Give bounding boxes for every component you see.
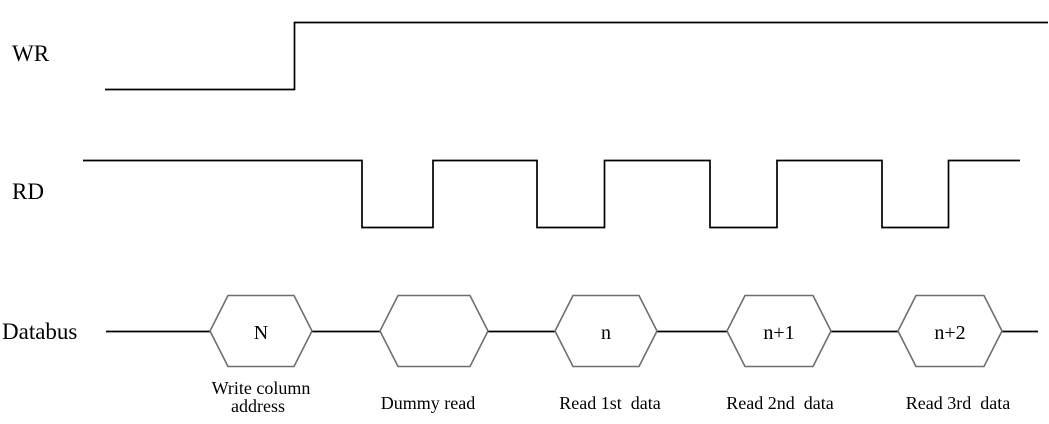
caption-read-1st-data: Read 1st data bbox=[559, 393, 660, 413]
databus-hexagon-read-3rd bbox=[897, 294, 1003, 368]
databus-signal-label: Databus bbox=[2, 319, 77, 344]
databus-hexagon-read-1st bbox=[554, 294, 658, 368]
caption-read-3rd-data: Read 3rd data bbox=[906, 393, 1010, 413]
caption-read-2nd-data: Read 2nd data bbox=[726, 393, 833, 413]
rd-signal-label: RD bbox=[12, 179, 44, 204]
hexagon-value-n1: n+1 bbox=[763, 322, 794, 344]
hexagon-value-n2: n+2 bbox=[934, 322, 965, 344]
caption-dummy-read: Dummy read bbox=[381, 393, 475, 413]
rd-waveform bbox=[83, 159, 1020, 229]
databus-hexagon-dummy-read bbox=[379, 294, 489, 368]
databus-hexagon-write-address bbox=[209, 294, 313, 368]
caption-write-column-line1: Write column bbox=[212, 378, 311, 398]
databus-hexagon-read-2nd bbox=[726, 294, 832, 368]
wr-waveform bbox=[105, 21, 1048, 91]
caption-write-column-line2: address bbox=[231, 396, 285, 416]
hexagon-value-n-address: N bbox=[254, 322, 268, 344]
wr-signal-label: WR bbox=[12, 41, 50, 66]
hexagon-value-n: n bbox=[601, 322, 611, 344]
